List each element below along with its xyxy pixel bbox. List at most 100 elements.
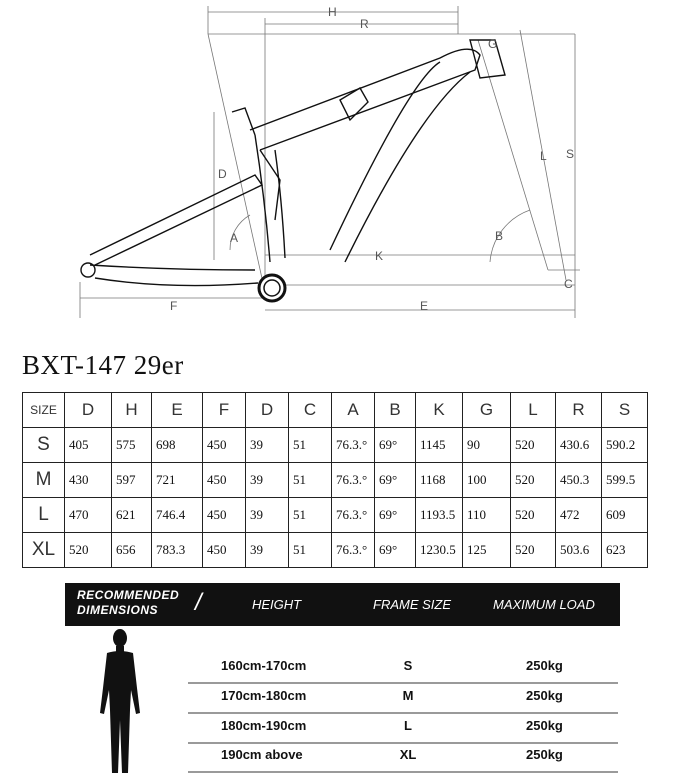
table-cell: 656 [111, 532, 152, 568]
dim-label-f: F [170, 299, 177, 313]
table-cell: 597 [111, 462, 152, 498]
table-cell: 1230.5 [415, 532, 463, 568]
table-cell: 623 [601, 532, 648, 568]
header-cell: R [555, 392, 602, 428]
height-value: 160cm-170cm [221, 658, 307, 673]
table-cell: 450 [202, 427, 246, 463]
row-divider [188, 742, 618, 744]
table-cell: 503.6 [555, 532, 602, 568]
table-cell: 698 [151, 427, 203, 463]
height-value: 180cm-190cm [221, 718, 307, 733]
header-cell: D [245, 392, 289, 428]
size-cell: XL [22, 532, 65, 568]
table-cell: 76.3.° [331, 532, 375, 568]
table-cell: 450.3 [555, 462, 602, 498]
header-cell: S [601, 392, 648, 428]
table-cell: 1193.5 [415, 497, 463, 533]
header-cell: E [151, 392, 203, 428]
table-cell: 90 [462, 427, 511, 463]
table-cell: 39 [245, 532, 289, 568]
table-cell: 520 [510, 427, 556, 463]
table-cell: 39 [245, 427, 289, 463]
height-value: 170cm-180cm [221, 688, 307, 703]
recommended-row: 190cm above XL 250kg [188, 744, 618, 773]
frame-size-column-header: FRAME SIZE [373, 597, 452, 612]
table-cell: 39 [245, 462, 289, 498]
height-value: 190cm above [221, 747, 303, 762]
header-cell: G [462, 392, 511, 428]
table-cell: 69° [374, 462, 416, 498]
table-cell: 520 [510, 462, 556, 498]
recommended-row: 180cm-190cm L 250kg [188, 715, 618, 744]
header-cell: D [64, 392, 112, 428]
table-cell: 125 [462, 532, 511, 568]
frame-size-value: XL [399, 747, 417, 762]
size-cell: M [22, 462, 65, 498]
model-title: BXT-147 29er [22, 350, 184, 380]
table-cell: 51 [288, 462, 332, 498]
dim-label-d: D [218, 167, 227, 181]
height-column-header: HEIGHT [252, 597, 302, 612]
table-cell: 450 [202, 462, 246, 498]
table-cell: 472 [555, 497, 602, 533]
dim-label-e: E [420, 299, 428, 313]
recommended-row: 170cm-180cm M 250kg [188, 685, 618, 714]
header-cell: L [510, 392, 556, 428]
header-cell: B [374, 392, 416, 428]
max-load-value: 250kg [526, 718, 563, 733]
table-cell: 1168 [415, 462, 463, 498]
frame-size-value: S [403, 658, 413, 673]
max-load-value: 250kg [526, 688, 563, 703]
dim-label-b: B [495, 229, 503, 243]
slash-divider: / [195, 589, 202, 616]
size-cell: S [22, 427, 65, 463]
table-cell: 69° [374, 427, 416, 463]
dim-label-g: G [488, 37, 497, 51]
header-cell-size: SIZE [22, 392, 65, 428]
dim-label-k: K [375, 249, 383, 263]
max-load-value: 250kg [526, 658, 563, 673]
person-silhouette-icon [100, 629, 140, 773]
dim-label-a: A [230, 231, 238, 245]
table-cell: 450 [202, 497, 246, 533]
max-load-value: 250kg [526, 747, 563, 762]
header-cell: K [415, 392, 463, 428]
row-divider [188, 712, 618, 714]
table-cell: 51 [288, 427, 332, 463]
table-cell: 100 [462, 462, 511, 498]
recommended-row: 160cm-170cm S 250kg [188, 655, 618, 684]
header-cell: C [288, 392, 332, 428]
table-cell: 621 [111, 497, 152, 533]
table-cell: 450 [202, 532, 246, 568]
dim-label-r: R [360, 17, 369, 31]
table-cell: 405 [64, 427, 112, 463]
table-cell: 599.5 [601, 462, 648, 498]
dim-label-h: H [328, 5, 337, 19]
table-cell: 520 [64, 532, 112, 568]
table-cell: 721 [151, 462, 203, 498]
table-cell: 590.2 [601, 427, 648, 463]
frame-size-value: L [404, 718, 412, 733]
header-cell: H [111, 392, 152, 428]
table-cell: 69° [374, 497, 416, 533]
frame-size-value: M [402, 688, 414, 703]
table-cell: 76.3.° [331, 462, 375, 498]
table-cell: 520 [510, 532, 556, 568]
table-cell: 430.6 [555, 427, 602, 463]
table-cell: 746.4 [151, 497, 203, 533]
row-divider [188, 771, 618, 773]
table-cell: 1145 [415, 427, 463, 463]
frame-geometry-diagram: H R G L S D A B K C F E [79, 5, 580, 318]
table-cell: 69° [374, 532, 416, 568]
table-cell: 51 [288, 497, 332, 533]
table-cell: 430 [64, 462, 112, 498]
header-cell: A [331, 392, 375, 428]
table-cell: 76.3.° [331, 427, 375, 463]
row-divider [188, 682, 618, 684]
